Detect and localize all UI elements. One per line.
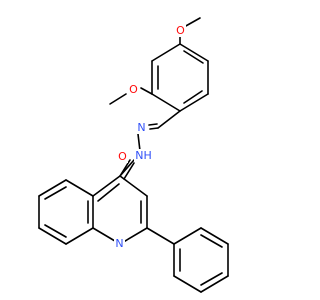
atom-hydrazone-nitrogen: N xyxy=(136,121,147,134)
bond-double-inner xyxy=(44,186,67,200)
bond-double-inner xyxy=(200,272,223,286)
dimethoxyphenyl-ring xyxy=(151,43,209,112)
bond xyxy=(65,179,94,197)
molecule-structure: O O O N NH N xyxy=(38,17,229,293)
bond xyxy=(151,93,181,112)
oxygen-label: O xyxy=(129,83,138,96)
bond-double xyxy=(148,123,158,126)
bond xyxy=(173,275,202,293)
bond-double xyxy=(149,127,159,130)
oxygen-label: O xyxy=(176,24,185,37)
atom-methoxy-ortho-oxygen: O xyxy=(128,83,139,96)
nh-label: NH xyxy=(135,149,152,162)
bond xyxy=(173,227,202,245)
bond-double-inner xyxy=(183,50,204,64)
bond xyxy=(119,175,148,197)
quinoline-ring xyxy=(92,175,148,245)
bond xyxy=(183,17,201,28)
nitrogen-label: N xyxy=(137,121,145,134)
bond-double xyxy=(119,159,131,177)
bond xyxy=(38,179,67,197)
bond xyxy=(65,227,94,245)
bond-double-inner xyxy=(97,183,120,202)
phenyl-ring xyxy=(173,227,229,293)
atom-carbonyl-oxygen: O xyxy=(117,150,128,163)
bond xyxy=(140,87,153,95)
bond xyxy=(92,175,121,197)
bond-double-inner xyxy=(183,90,203,104)
bond xyxy=(151,43,181,62)
bond xyxy=(200,275,229,293)
bond xyxy=(146,227,175,245)
bond-double xyxy=(123,162,135,180)
bond-double-inner xyxy=(44,224,67,238)
bond-double-inner xyxy=(200,234,223,248)
nitrogen-label: N xyxy=(115,237,123,250)
benzo-ring xyxy=(38,179,94,245)
bond xyxy=(157,110,181,129)
bond xyxy=(38,227,67,245)
atom-amide-nitrogen: NH xyxy=(134,149,153,162)
bond xyxy=(179,43,209,62)
oxygen-label: O xyxy=(118,150,127,163)
atom-methoxy-top-oxygen: O xyxy=(175,24,186,37)
bond xyxy=(137,133,141,152)
bond xyxy=(109,93,127,105)
atom-quinoline-nitrogen: N xyxy=(114,237,125,250)
bond xyxy=(179,93,209,112)
bond xyxy=(200,227,229,245)
